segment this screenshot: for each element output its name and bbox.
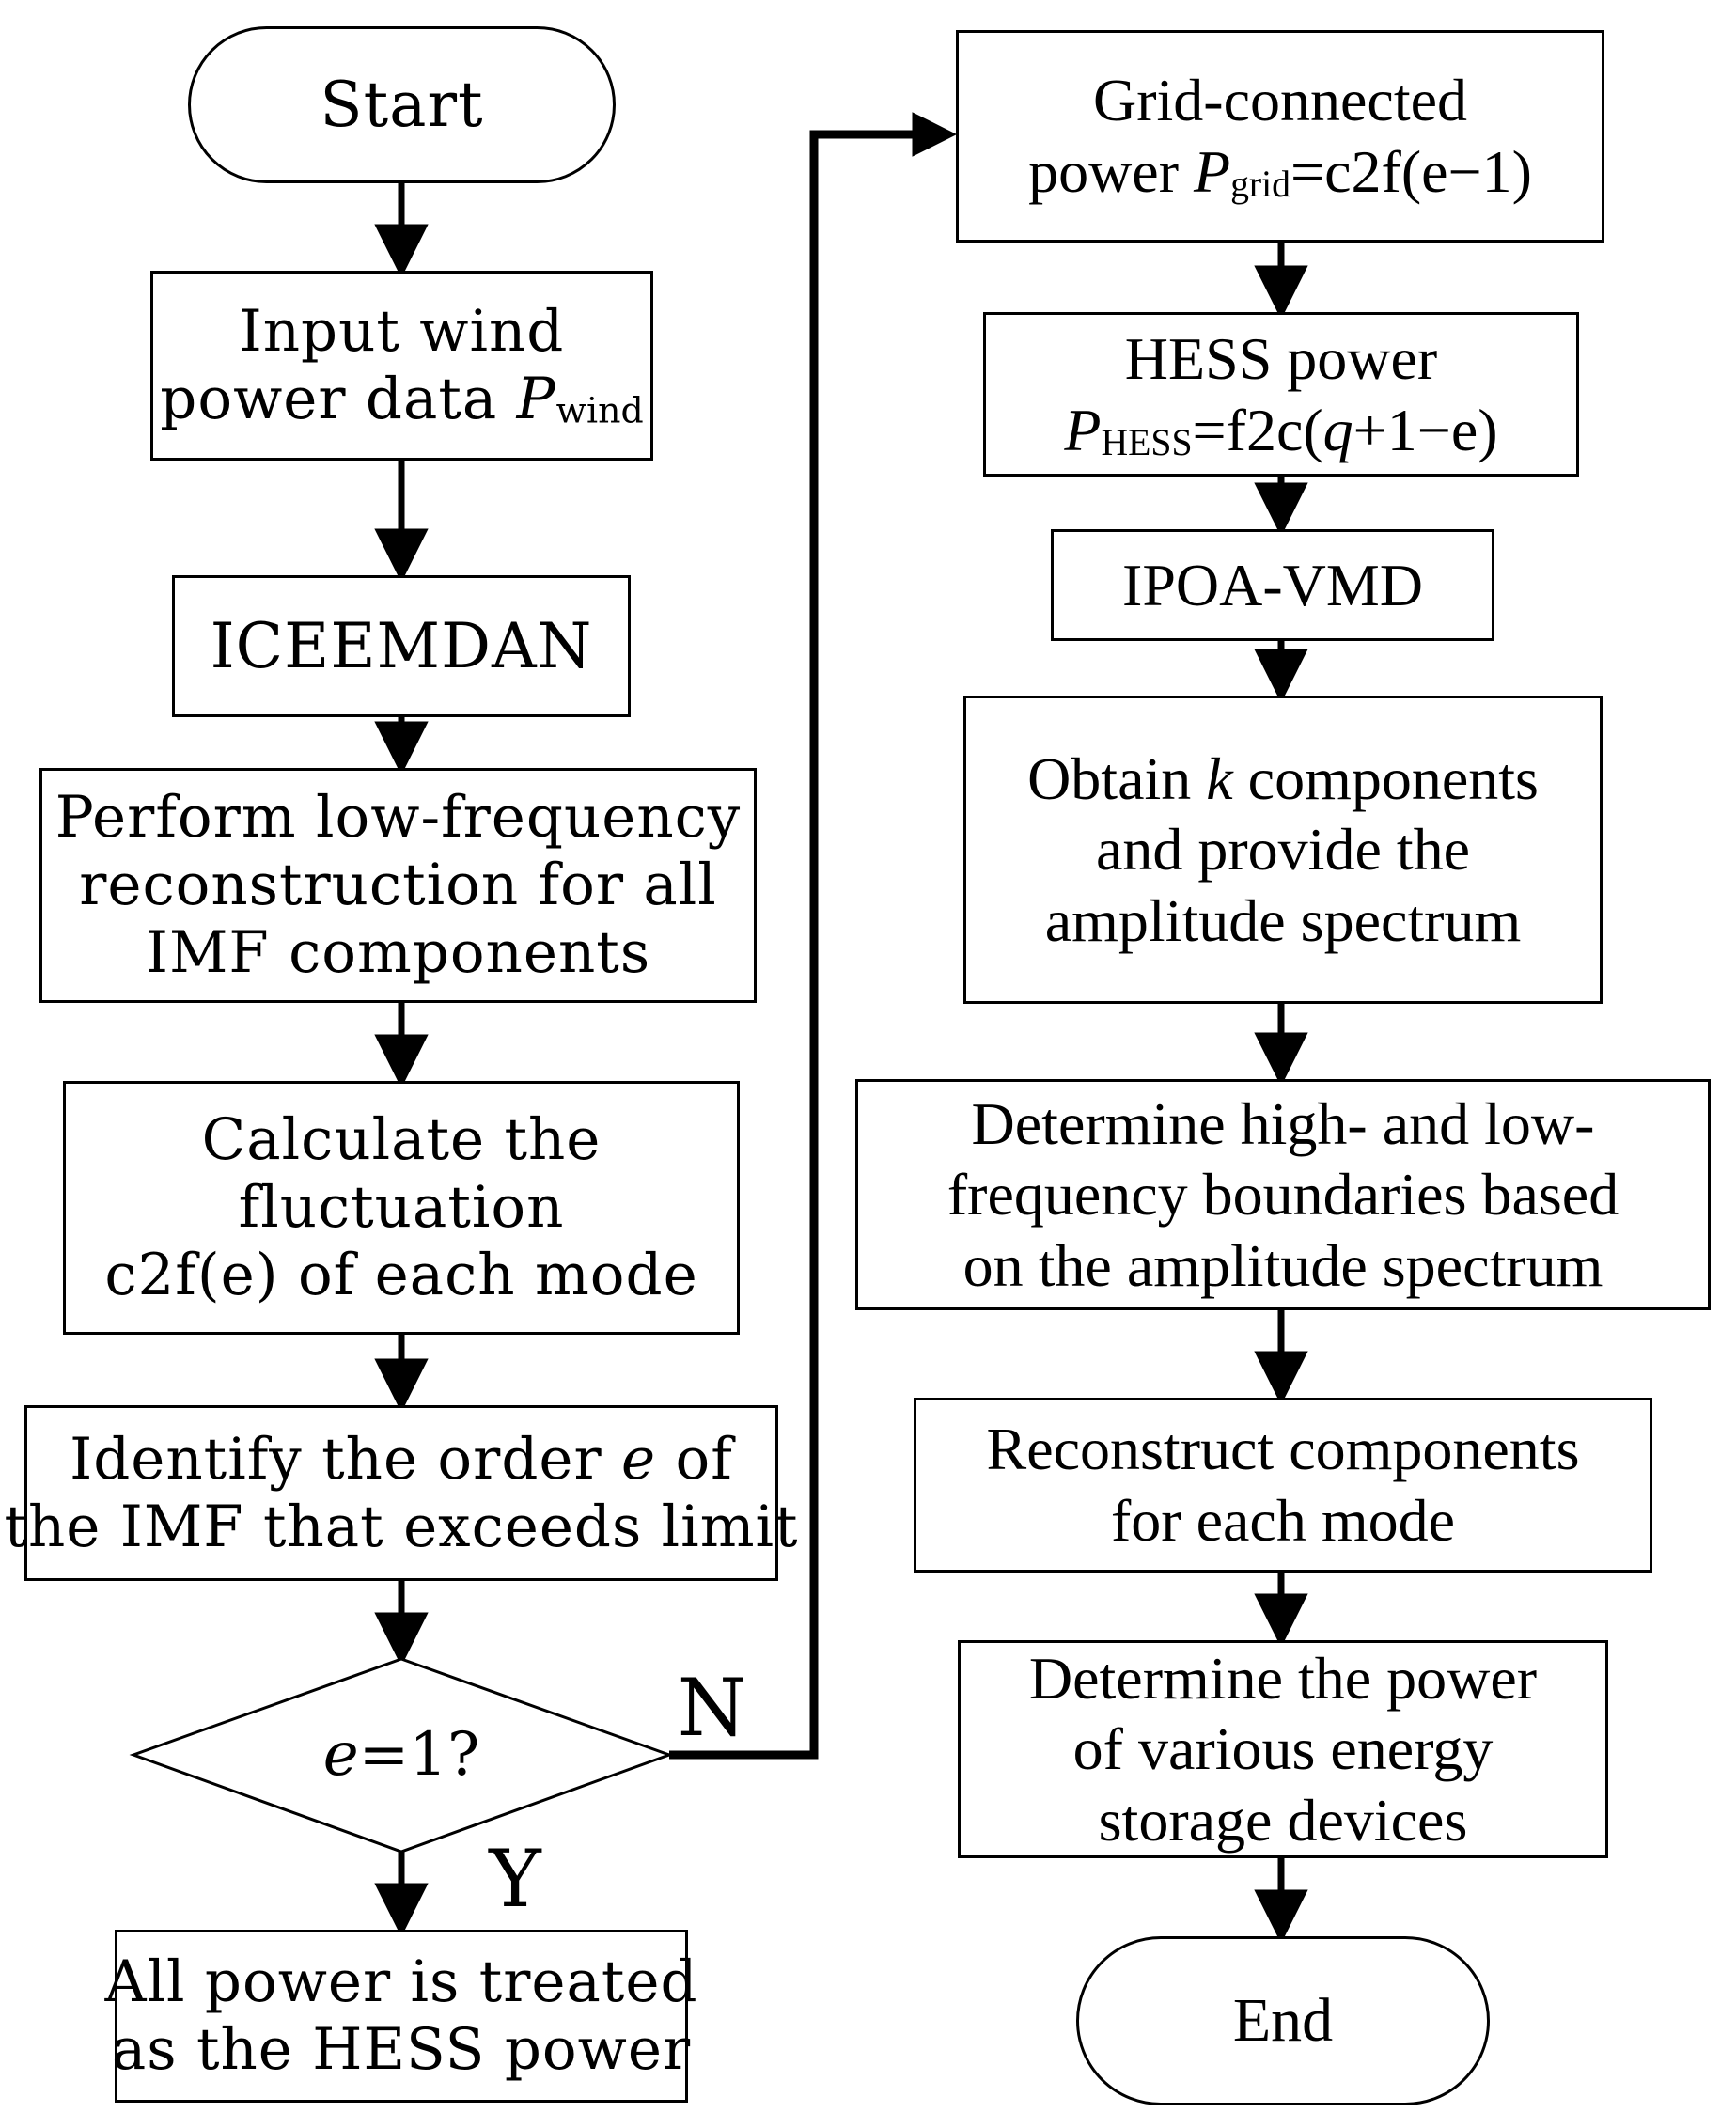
arrowhead-iceemdan-to-perform <box>374 721 429 775</box>
decision-e-equals-1-label: e=1? <box>322 1720 480 1790</box>
arrowhead-detpower-to-end <box>1254 1889 1308 1944</box>
decision-diamond-shape <box>129 1657 674 1854</box>
node-start: Start <box>188 26 616 183</box>
arrowhead-perform-to-calculate <box>374 1034 429 1088</box>
node-iceemdan: ICEEMDAN <box>172 575 631 717</box>
arrowhead-decision-yes-to-allpower <box>374 1883 429 1937</box>
node-determine-boundaries: Determine high- and low-frequency bounda… <box>855 1079 1711 1310</box>
arrowhead-determine-to-reconstruct <box>1254 1351 1308 1405</box>
label-no-branch: N <box>677 1662 747 1754</box>
arrowhead-decision-no-to-grid <box>912 112 958 157</box>
node-end: End <box>1076 1936 1490 2105</box>
arrowhead-input-to-iceemdan <box>374 528 429 583</box>
label-yes-branch: Y <box>489 1833 541 1925</box>
arrowhead-calculate-to-identify <box>374 1358 429 1413</box>
arrowhead-ipoa-to-obtain <box>1254 649 1308 703</box>
arrowhead-hess-to-ipoa <box>1254 482 1308 537</box>
connector-decision-no-to-grid <box>669 130 916 1760</box>
arrowhead-reconstruct-to-detpower <box>1254 1593 1308 1648</box>
arrowhead-grid-to-hess <box>1254 265 1308 320</box>
arrowhead-obtain-to-determine <box>1254 1032 1308 1087</box>
arrowhead-start-to-input <box>374 224 429 278</box>
node-ipoa-vmd: IPOA-VMD <box>1051 529 1494 641</box>
arrowhead-identify-to-decision <box>374 1612 429 1666</box>
